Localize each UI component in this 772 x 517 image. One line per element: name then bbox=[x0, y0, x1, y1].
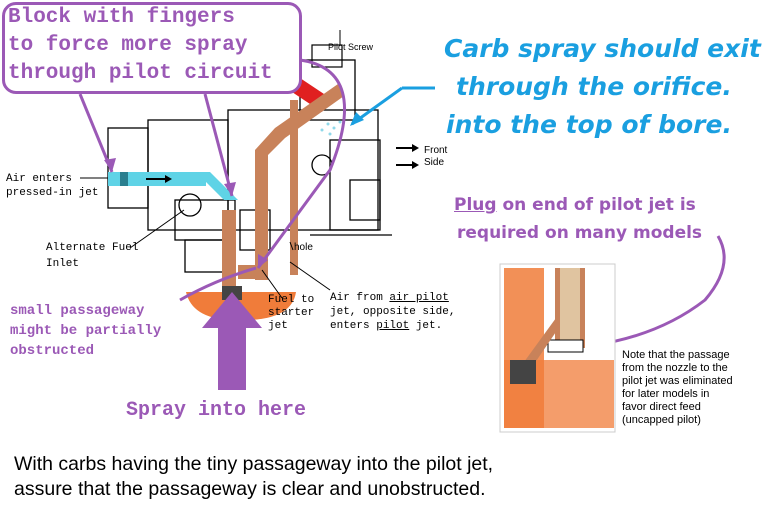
front-side-label: Front Side bbox=[424, 145, 447, 169]
obstruction-line-2: might be partially bbox=[10, 323, 162, 339]
orifice-note-line-1: Carb spray should exit bbox=[444, 34, 761, 63]
passage-note-line-4: for later models in bbox=[622, 388, 710, 400]
callout-line-2: to force more spray bbox=[8, 34, 248, 57]
obstruction-line-1: small passageway bbox=[10, 303, 145, 319]
orifice-note-line-2: through the orifice. bbox=[456, 72, 732, 101]
passage-note-line-3: pilot jet was eliminated bbox=[622, 375, 733, 387]
air-pilot-line-2: jet, opposite side, bbox=[330, 306, 456, 318]
alternate-fuel-label: Alternate Fuel Inlet bbox=[46, 240, 138, 272]
hole-label: hole bbox=[294, 242, 313, 253]
bottom-caption: With carbs having the tiny passageway in… bbox=[14, 452, 493, 502]
passage-note-line-6: (uncapped pilot) bbox=[622, 414, 701, 426]
alternate-fuel-line-2: Inlet bbox=[46, 258, 80, 270]
leader-lines bbox=[80, 177, 331, 299]
air-enters-line-2: pressed-in jet bbox=[6, 187, 99, 199]
fuel-starter-line-1: Fuel to bbox=[268, 294, 315, 306]
passage-note-line-5: favor direct feed bbox=[622, 401, 701, 413]
plug-note-line-1: Plug on end of pilot jet is bbox=[454, 195, 696, 215]
passage-note: Note that the passage from the nozzle to… bbox=[622, 349, 733, 427]
orifice-note-line-3: into the top of bore. bbox=[446, 110, 732, 139]
air-pilot-line-3-pre: enters bbox=[330, 320, 377, 332]
air-pilot-line-3-post: jet. bbox=[409, 320, 443, 332]
spray-particles bbox=[320, 120, 342, 136]
direction-arrows bbox=[396, 144, 419, 169]
callout-line-3: through pilot circuit bbox=[8, 62, 273, 85]
plug-note-rest: on end of pilot jet is bbox=[496, 195, 696, 215]
air-passage bbox=[108, 172, 238, 200]
air-enters-line-1: Air enters bbox=[6, 173, 73, 185]
obstruction-line-3: obstructed bbox=[10, 343, 95, 359]
air-pilot-line-1-pre: Air from bbox=[330, 292, 390, 304]
fuel-starter-label: Fuel to starter jet bbox=[268, 294, 314, 333]
callout-line-1: Block with fingers bbox=[8, 6, 235, 29]
pilot-screw-label: Pilot Screw bbox=[328, 42, 374, 52]
air-pilot-label: Air from air pilot jet, opposite side, e… bbox=[330, 291, 455, 333]
alternate-fuel-line-1: Alternate Fuel bbox=[46, 242, 139, 254]
callout-lines bbox=[78, 58, 726, 347]
passage-note-line-1: Note that the passage bbox=[622, 349, 730, 361]
orifice-arrow bbox=[350, 86, 435, 126]
side-label: Side bbox=[424, 157, 445, 168]
caption-line-1: With carbs having the tiny passageway in… bbox=[14, 453, 494, 475]
air-enters-label: Air enters pressed-in jet bbox=[6, 172, 98, 200]
plug-note-line-2: required on many models bbox=[457, 223, 703, 243]
passage-note-line-2: from the nozzle to the bbox=[622, 362, 728, 374]
fuel-starter-line-3: jet bbox=[268, 320, 288, 332]
front-label: Front bbox=[424, 145, 448, 156]
finger-block-callout bbox=[2, 2, 302, 94]
air-pilot-underlined: air pilot bbox=[389, 292, 449, 304]
pilot-underlined: pilot bbox=[376, 320, 410, 332]
plug-word: Plug bbox=[454, 195, 497, 215]
fuel-starter-line-2: starter bbox=[268, 307, 315, 319]
spray-arrow bbox=[202, 292, 262, 390]
obstruction-note: small passageway might be partially obst… bbox=[10, 301, 161, 361]
pilot-channels bbox=[222, 84, 344, 290]
finger-block-text: Block with fingers to force more spray t… bbox=[8, 4, 273, 88]
inset-detail bbox=[499, 263, 616, 433]
spray-label: Spray into here bbox=[126, 399, 307, 422]
caption-line-2: assure that the passageway is clear and … bbox=[14, 478, 486, 500]
